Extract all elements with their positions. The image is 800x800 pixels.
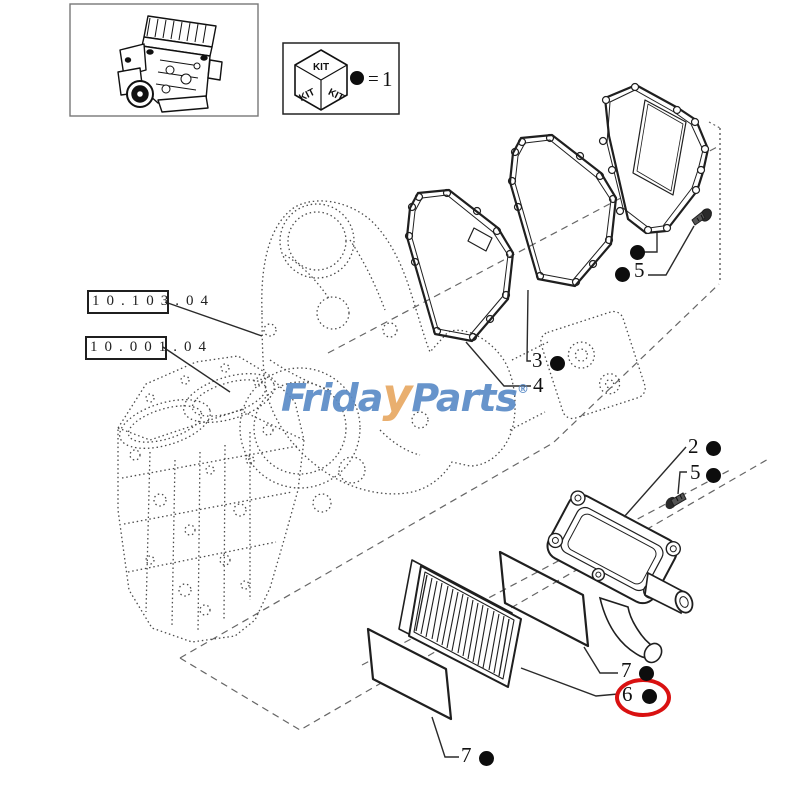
flywheel-housing-phantom — [239, 200, 646, 513]
quantity-dot-3 — [550, 356, 565, 371]
quantity-dot-7-bottom — [479, 751, 494, 766]
gasket-sheet-upper — [498, 550, 590, 648]
callout-4: 4 — [533, 373, 544, 397]
watermark-text-left: Frida — [281, 376, 383, 420]
kit-quantity-value: 1 — [382, 67, 393, 91]
leader-lines — [162, 225, 695, 758]
bolt-upper — [691, 208, 712, 226]
callout-5-upper: 5 — [634, 258, 645, 282]
watermark-swoosh-y: y — [382, 368, 412, 422]
callout-3: 3 — [532, 348, 543, 372]
callout-7-right: 7 — [621, 658, 632, 682]
quantity-dot-2 — [706, 441, 721, 456]
quantity-dot-5-right — [706, 468, 721, 483]
quantity-dot-7-right — [639, 666, 654, 681]
engine-block-phantom — [117, 355, 305, 643]
reference-code-top: 10.103.04 — [92, 293, 215, 309]
watermark-text-right: Parts — [411, 376, 518, 420]
callout-6: 6 — [622, 682, 633, 706]
callout-2: 2 — [688, 434, 699, 458]
kit-equals-sign: = — [368, 69, 379, 90]
quantity-dot-cover — [630, 245, 645, 260]
explosion-axis-lines — [179, 121, 771, 731]
filter-element — [398, 559, 522, 688]
reference-code-box-top — [87, 290, 169, 314]
kit-quantity-dot — [350, 71, 364, 85]
gasket-3 — [507, 133, 618, 288]
oil-cooler-cover — [546, 490, 694, 664]
bolt-lower — [665, 492, 687, 510]
reference-code-box-bottom — [85, 336, 167, 360]
cooler-outlet-spout — [598, 571, 694, 664]
gasket-sheet-lower — [366, 627, 453, 721]
quantity-dot-5-upper — [615, 267, 630, 282]
gasket-4 — [404, 188, 515, 343]
registered-trademark-icon: ® — [517, 382, 529, 396]
callout-5-right: 5 — [690, 460, 701, 484]
kit-cube-icon — [294, 49, 348, 111]
reference-code-bottom: 10.001.04 — [90, 339, 213, 355]
callout-7-bottom: 7 — [461, 743, 472, 767]
watermark-logo: FridayParts® — [281, 372, 529, 418]
kit-face-top-label: KIT — [313, 62, 329, 73]
quantity-dot-6 — [642, 689, 657, 704]
rear-cover-plate — [598, 82, 712, 235]
